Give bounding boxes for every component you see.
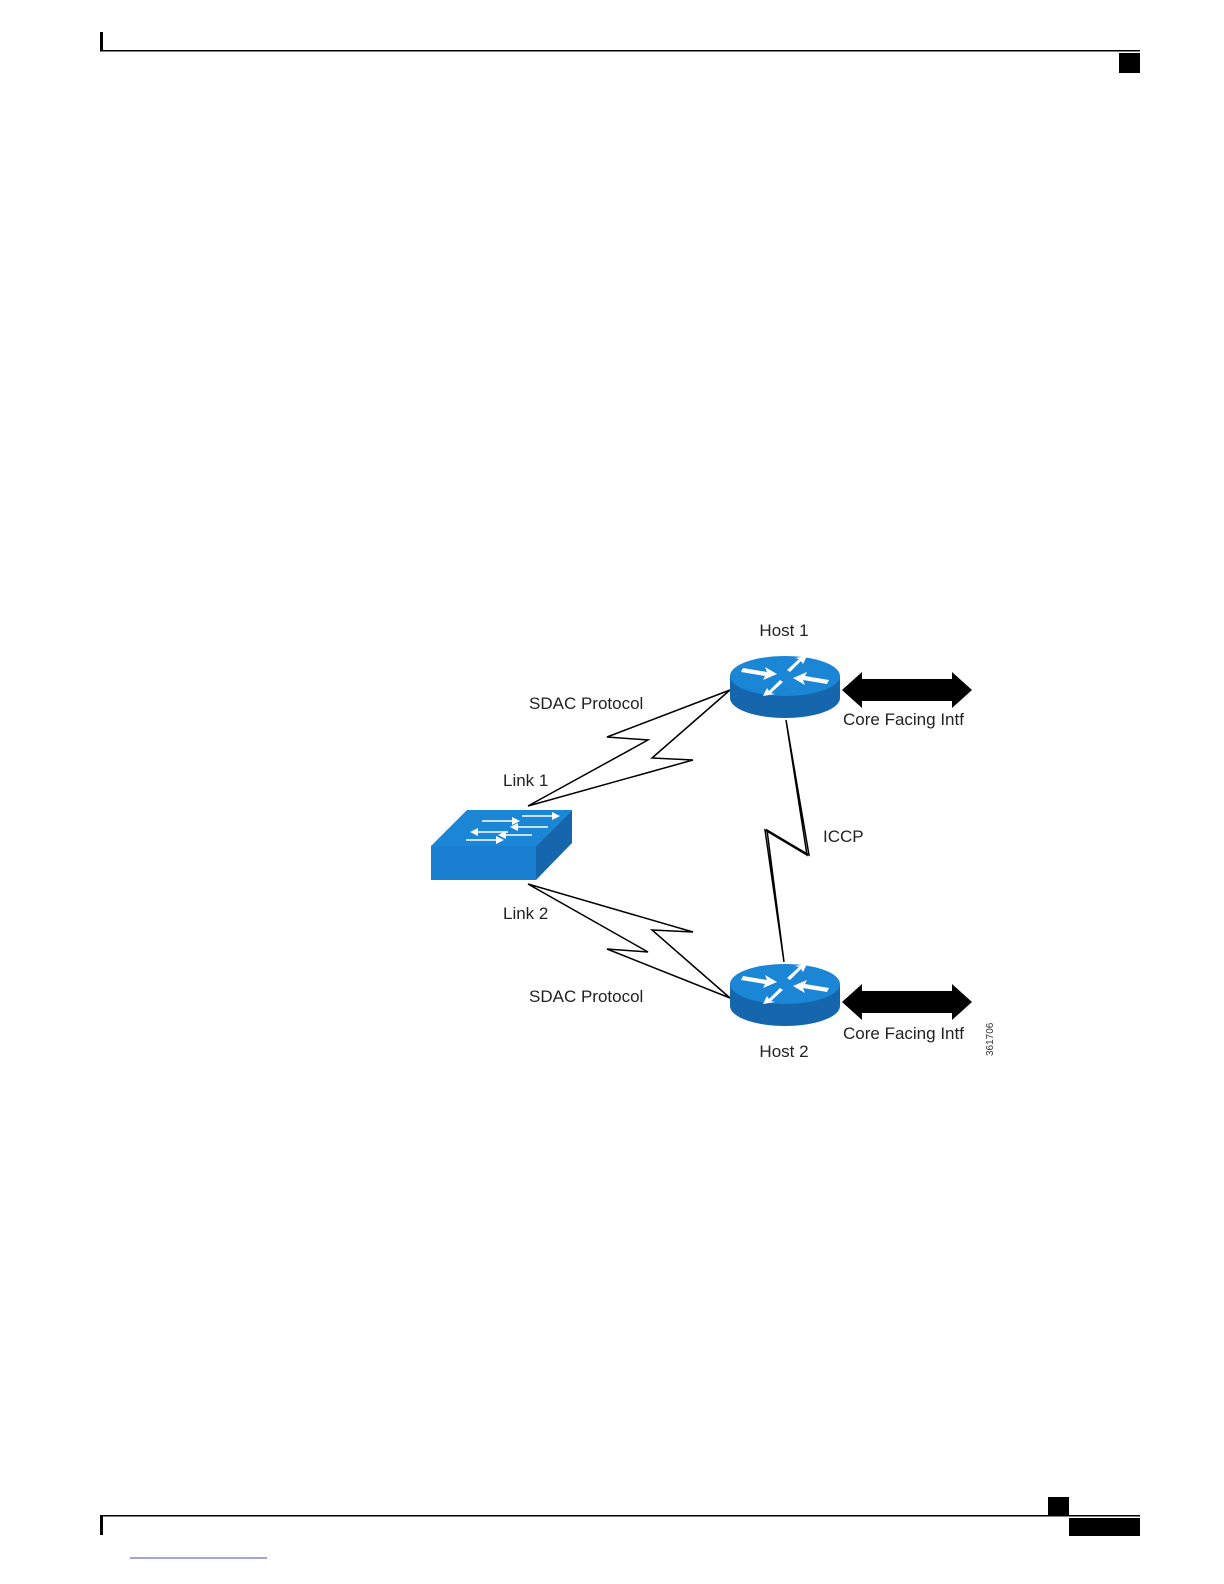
link1-label: Link 1 <box>503 771 548 790</box>
page-footer <box>100 1497 1140 1558</box>
host2-core-interface-label: Core Facing Intf <box>843 1024 964 1043</box>
router-icon <box>730 964 840 1026</box>
iccp-label: ICCP <box>823 827 864 846</box>
core-facing-arrow-icon <box>842 984 972 1020</box>
router-top <box>730 656 840 696</box>
iccp-bolt <box>765 720 809 962</box>
link1-protocol-label: SDAC Protocol <box>529 694 643 713</box>
host1-core-interface-label: Core Facing Intf <box>843 710 964 729</box>
host2-label: Host 2 <box>759 1042 808 1061</box>
header-rule <box>100 50 1140 52</box>
footer-rule <box>100 1515 1140 1517</box>
header-left-tick <box>100 32 103 51</box>
footer-page-block <box>1069 1518 1140 1536</box>
host1-label: Host 1 <box>759 621 808 640</box>
footer-left-tick <box>100 1516 103 1535</box>
link2-protocol-label: SDAC Protocol <box>529 987 643 1006</box>
page-header <box>100 32 1140 73</box>
figure-code: 361706 <box>985 1022 996 1056</box>
router-icon <box>730 656 840 718</box>
footer-small-block <box>1048 1497 1069 1515</box>
switch-icon <box>431 810 572 880</box>
link2-label: Link 2 <box>503 904 548 923</box>
network-diagram: Host 1 Host 2 SDAC Protocol Link 1 Link … <box>431 621 996 1061</box>
link2-bolt <box>528 884 730 998</box>
switch-front <box>431 846 536 880</box>
core-facing-arrow-icon <box>842 672 972 708</box>
header-corner-block <box>1119 53 1140 73</box>
router-top <box>730 964 840 1004</box>
